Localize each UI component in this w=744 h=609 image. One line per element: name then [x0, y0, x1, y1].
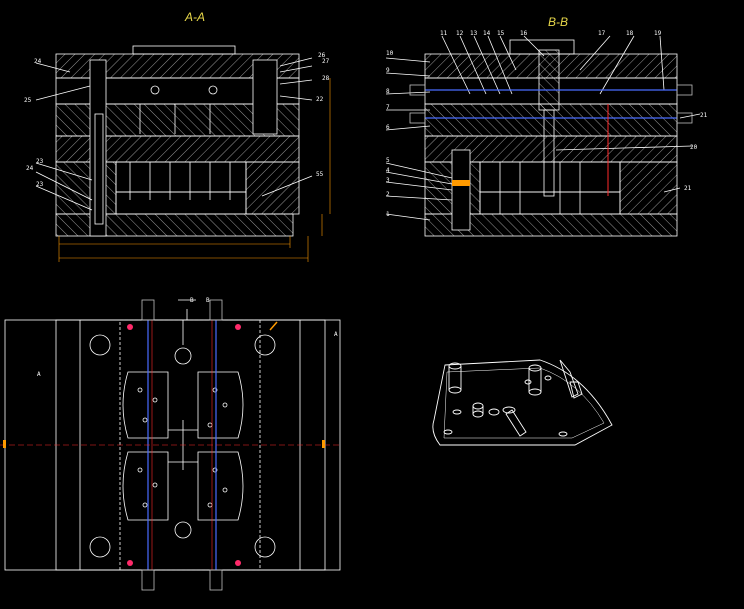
- label-aa-22: 22: [316, 96, 324, 103]
- label-plan-b-top2: B: [206, 297, 210, 304]
- section-aa-title: A-A: [185, 10, 206, 24]
- label-aa-23a: 23: [36, 158, 44, 165]
- label-aa-26: 26: [318, 52, 326, 59]
- section-aa-dimensions: [58, 78, 331, 262]
- label-aa-24: 24: [34, 58, 42, 65]
- label-aa-28: 28: [322, 75, 330, 82]
- label-aa-24b: 24: [26, 165, 34, 172]
- label-bb-14: 14: [483, 30, 491, 37]
- label-bb-16: 16: [520, 30, 528, 37]
- section-aa-labels: 24 25 26 27 28 22 23 24 23 55: [24, 52, 330, 188]
- label-bb-4: 4: [386, 167, 390, 174]
- label-bb-15: 15: [497, 30, 505, 37]
- label-bb-11: 11: [440, 30, 448, 37]
- isometric-part-view: [432, 359, 613, 446]
- label-bb-21a: 21: [700, 112, 708, 119]
- label-bb-17: 17: [598, 30, 606, 37]
- label-aa-55: 55: [316, 171, 324, 178]
- label-plan-a-left: A: [37, 371, 41, 378]
- label-bb-13: 13: [470, 30, 478, 37]
- label-bb-18: 18: [626, 30, 634, 37]
- section-bb-title: B-B: [548, 15, 569, 29]
- label-bb-20: 20: [690, 144, 698, 151]
- label-bb-8: 8: [386, 88, 390, 95]
- label-bb-21b: 21: [684, 185, 692, 192]
- section-bb-view: [385, 35, 701, 237]
- label-aa-23b: 23: [36, 181, 44, 188]
- plan-view: [4, 299, 341, 571]
- label-bb-10: 10: [386, 50, 394, 57]
- label-bb-12: 12: [456, 30, 464, 37]
- label-plan-a-right: A: [334, 331, 338, 338]
- label-aa-25: 25: [24, 97, 32, 104]
- label-bb-9: 9: [386, 67, 390, 74]
- label-plan-b-top: B: [190, 297, 194, 304]
- label-bb-1: 1: [386, 211, 390, 218]
- label-bb-5: 5: [386, 157, 390, 164]
- label-bb-7: 7: [386, 104, 390, 111]
- plan-view-labels: B B A A: [37, 297, 338, 378]
- label-bb-19: 19: [654, 30, 662, 37]
- section-bb-labels: 10 9 8 7 6 5 4 3 2 1 11 12 13 14 15 16 1…: [386, 30, 708, 218]
- label-aa-27: 27: [322, 58, 330, 65]
- section-aa-view: [35, 45, 313, 237]
- section-bb-cooling: [409, 84, 693, 196]
- label-bb-6: 6: [386, 124, 390, 131]
- label-bb-3: 3: [386, 177, 390, 184]
- plan-view-cooling: [0, 299, 340, 591]
- label-bb-2: 2: [386, 191, 390, 198]
